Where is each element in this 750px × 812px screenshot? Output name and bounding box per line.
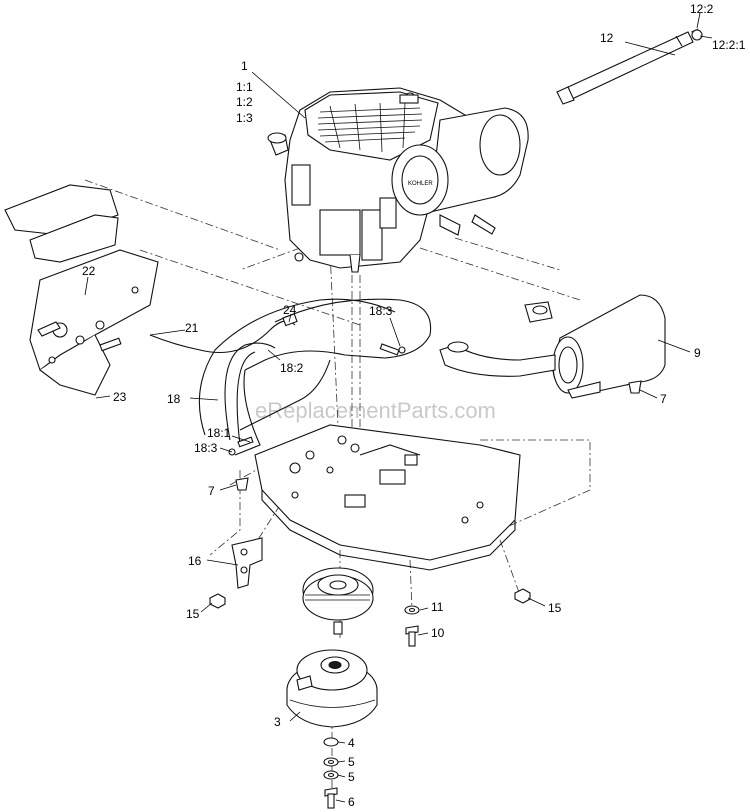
callout-22: 22 (82, 264, 96, 278)
callout-1-1: 1:1 (236, 80, 253, 94)
callout-5-lower: 5 (348, 770, 355, 784)
engine-grille (317, 102, 423, 153)
callout-3: 3 (274, 715, 281, 729)
callout-10: 10 (431, 626, 445, 640)
callout-15-right: 15 (548, 601, 562, 615)
callout-23: 23 (113, 390, 127, 404)
cables-part (149, 298, 432, 456)
callout-12-2-1: 12:2:1 (712, 38, 746, 52)
callout-12: 12 (600, 31, 614, 45)
muffler-part (439, 294, 666, 399)
callout-4: 4 (348, 736, 355, 750)
callout-1-3: 1:3 (236, 111, 253, 125)
callout-11: 11 (431, 600, 444, 614)
callout-18-3-top: 18:3 (369, 304, 393, 318)
mounting-plate-part (254, 424, 521, 571)
callout-18: 18 (167, 392, 181, 406)
callout-24: 24 (283, 303, 297, 317)
callout-16: 16 (188, 554, 202, 568)
callout-9: 9 (694, 346, 701, 360)
engine-part: KOHLER (267, 87, 529, 273)
pulley-part (302, 567, 374, 635)
washer-bolt-hardware (404, 605, 420, 647)
engine-brand-label: KOHLER (408, 181, 433, 187)
idler-bracket-part (231, 537, 263, 589)
callout-5-upper: 5 (348, 755, 355, 769)
callout-labels: 1 1:1 1:2 1:3 12 12:2 12:2:1 22 21 24 18… (82, 2, 746, 809)
callout-21: 21 (185, 321, 199, 335)
clutch-hardware (323, 737, 339, 809)
bolt-hardware (235, 380, 642, 491)
callout-15-left: 15 (186, 607, 200, 621)
callout-1-2: 1:2 (236, 95, 253, 109)
callout-12-2: 12:2 (690, 2, 714, 16)
callout-18-3-bottom: 18:3 (194, 441, 218, 455)
callout-18-2: 18:2 (280, 361, 304, 375)
callout-7-right: 7 (660, 392, 667, 406)
leader-lines (84, 12, 713, 803)
callout-18-1: 18:1 (207, 426, 231, 440)
callout-7-left: 7 (208, 484, 215, 498)
callout-6: 6 (348, 795, 355, 809)
control-bracket-part (4, 184, 159, 396)
watermark-text: eReplacementParts.com (255, 398, 496, 423)
drive-shaft-part (556, 29, 703, 105)
callout-1: 1 (241, 59, 248, 73)
clutch-part (286, 649, 378, 728)
